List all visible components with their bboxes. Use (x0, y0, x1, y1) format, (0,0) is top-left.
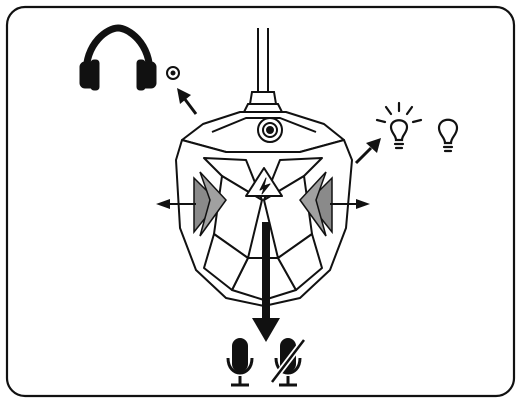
audio-jack-icon (167, 67, 179, 79)
arrow-to-headphone-jack (177, 88, 196, 114)
microphone-muted-icon (272, 338, 304, 385)
arrow-to-lighting (356, 138, 381, 163)
light-bulb-on-icon (377, 103, 421, 148)
microphone-stem (244, 28, 282, 112)
light-bulb-off-icon (439, 120, 457, 151)
microphone-on-icon (228, 338, 252, 385)
headphones-icon (80, 28, 156, 90)
